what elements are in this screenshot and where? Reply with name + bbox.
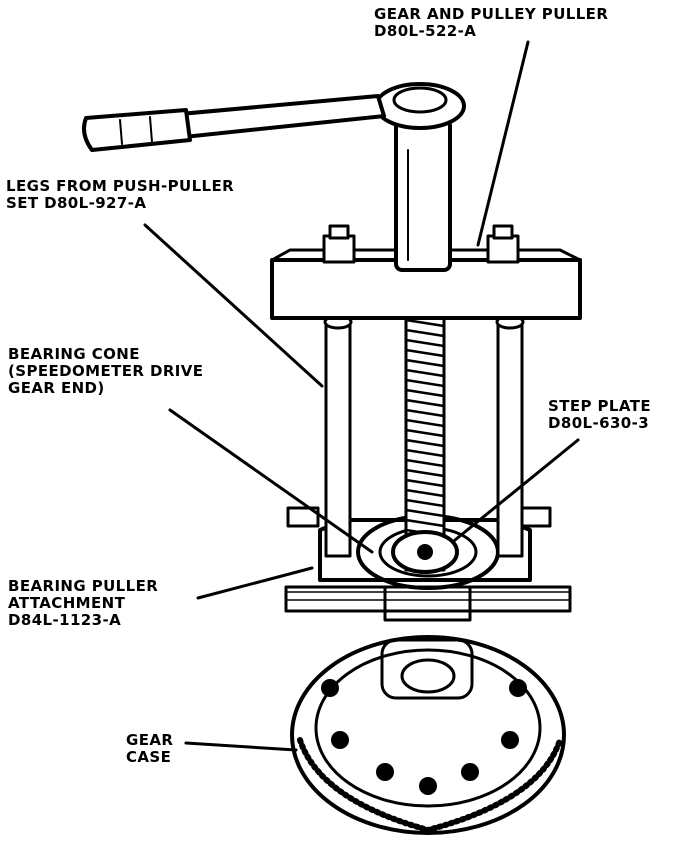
gear-case-line1: GEAR [126,731,174,749]
leader-bearing-cone [168,408,374,554]
legs-push-puller-label: LEGS FROM PUSH-PULLER SET D80L-927-A [6,178,234,212]
leader-legs [143,223,324,388]
legs-push-puller-name: LEGS FROM PUSH-PULLER [6,177,235,195]
leader-lines [143,40,580,752]
leader-gear-case [184,741,298,752]
legs-push-puller-part-number: SET D80L-927-A [6,194,147,212]
gear-pulley-puller-drawing [82,82,582,320]
threaded-screw-drawing [404,288,446,572]
gear-case-label: GEAR CASE [126,732,173,766]
bearing-cone-line2: (SPEEDOMETER DRIVE [8,362,204,380]
gear-case-drawing [290,635,566,835]
gear-case-line2: CASE [126,748,172,766]
bearing-puller-attachment-line2: ATTACHMENT [8,594,126,612]
leader-gear-pulley-puller [476,40,530,247]
gear-pulley-puller-name: GEAR AND PULLEY PULLER [374,5,609,23]
bearing-puller-attachment-label: BEARING PULLER ATTACHMENT D84L-1123-A [8,578,158,629]
bearing-cone-label: BEARING CONE (SPEEDOMETER DRIVE GEAR END… [8,346,203,397]
bearing-puller-attachment-line1: BEARING PULLER [8,577,159,595]
step-plate-label: STEP PLATE D80L-630-3 [548,398,651,432]
step-plate-name: STEP PLATE [548,397,651,415]
step-plate-part-number: D80L-630-3 [548,414,650,432]
gear-pulley-puller-part-number: D80L-522-A [374,22,477,40]
leader-step-plate [453,438,580,542]
step-plate-drawing [391,530,459,574]
bearing-cone-line3: GEAR END) [8,379,105,397]
bearing-puller-attachment-part-number: D84L-1123-A [8,611,122,629]
bearing-cone-line1: BEARING CONE [8,345,140,363]
legs-drawing [323,314,525,558]
gear-pulley-puller-label: GEAR AND PULLEY PULLER D80L-522-A [374,6,608,40]
leader-bearing-puller-attachment [196,566,314,600]
